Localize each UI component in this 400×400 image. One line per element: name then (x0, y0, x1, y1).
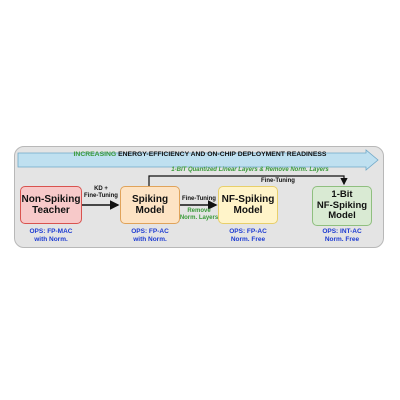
node-label: Teacher (32, 205, 70, 216)
ops-line: OPS: INT-AC (322, 228, 362, 235)
edge-label: Norm. Layers (179, 215, 219, 221)
banner-arrow (17, 149, 379, 171)
node-label: 1-Bit (331, 189, 353, 201)
ops-line: OPS: FP-MAC (29, 228, 73, 235)
node-label: Model (135, 205, 165, 216)
kd-finetuning-label: KD +Fine-Tuning (80, 186, 122, 200)
banner-word-increasing: INCREASING (73, 151, 117, 158)
node-label: NF-Spiking (316, 199, 368, 211)
top-note: 1-BIT Quantized Linear Layers & Remove N… (171, 167, 329, 173)
node-label: NF-Spiking (221, 194, 275, 205)
node-label: Non-Spiking (21, 194, 81, 205)
edge-label: KD + (94, 186, 108, 192)
node-label: Model (233, 205, 263, 216)
banner-rest: ENERGY-EFFICIENCY AND ON-CHIP DEPLOYMENT… (116, 151, 327, 158)
ops-line: with Norm. (34, 236, 68, 243)
edge-label: Remove (187, 208, 211, 214)
ops-line: OPS: FP-AC (131, 228, 169, 235)
edge-label: Fine-Tuning (84, 193, 118, 199)
top-loop-arrow (148, 175, 348, 186)
banner-text: INCREASING ENERGY-EFFICIENCY AND ON-CHIP… (40, 151, 360, 158)
ops-line: with Norm. (133, 236, 167, 243)
ops-line: Norm. Free (230, 236, 266, 243)
node-label: Spiking (131, 194, 169, 205)
finetuning-mid-label: Fine-Tuning (182, 196, 216, 202)
node-label: Model (328, 210, 356, 222)
ops-line: Norm. Free (324, 236, 360, 243)
finetune-top-label: Fine-Tuning (261, 178, 295, 184)
ops-line: OPS: FP-AC (229, 228, 267, 235)
